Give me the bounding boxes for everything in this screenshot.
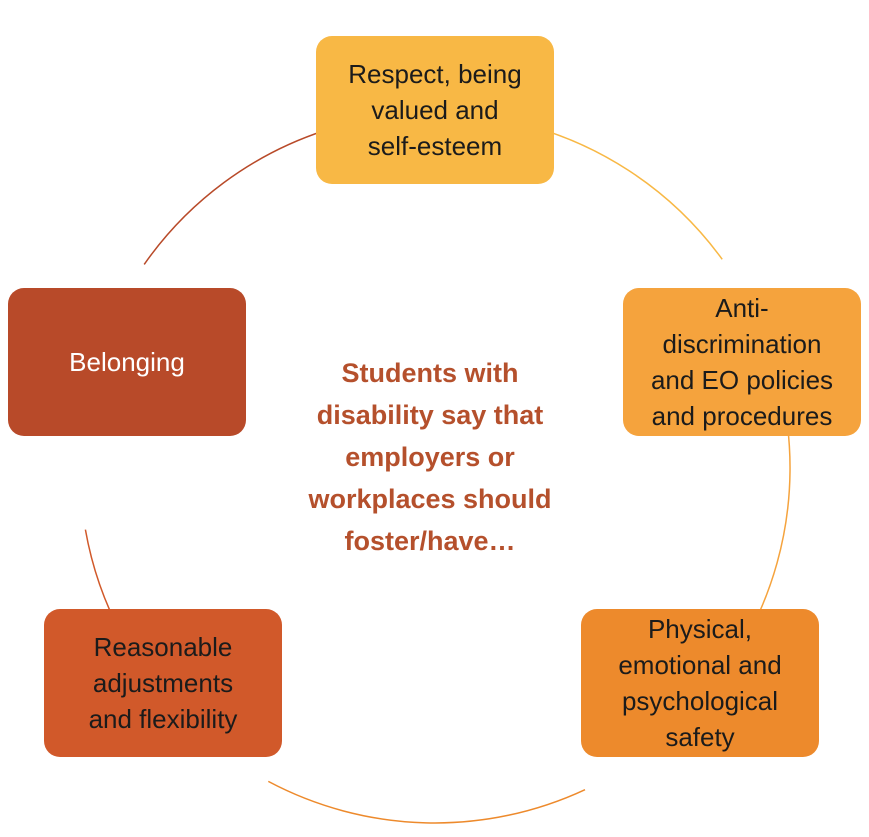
center-statement: Students with disability say that employ… [308, 358, 552, 556]
node-belonging: Belonging [8, 288, 246, 436]
ring-arc-belonging-to-respect [143, 129, 326, 265]
node-reasonable-adjustments-flexibility: Reasonable adjustments and flexibility [44, 609, 282, 757]
ring-arc-safety-to-adjust [267, 780, 586, 824]
node-respect-valued-self-esteem: Respect, being valued and self-esteem [316, 36, 554, 184]
node-anti-discrimination-policies: Anti- discrimination and EO policies and… [623, 288, 861, 436]
node-physical-emotional-psychological-safety: Physical, emotional and psychological sa… [581, 609, 819, 757]
